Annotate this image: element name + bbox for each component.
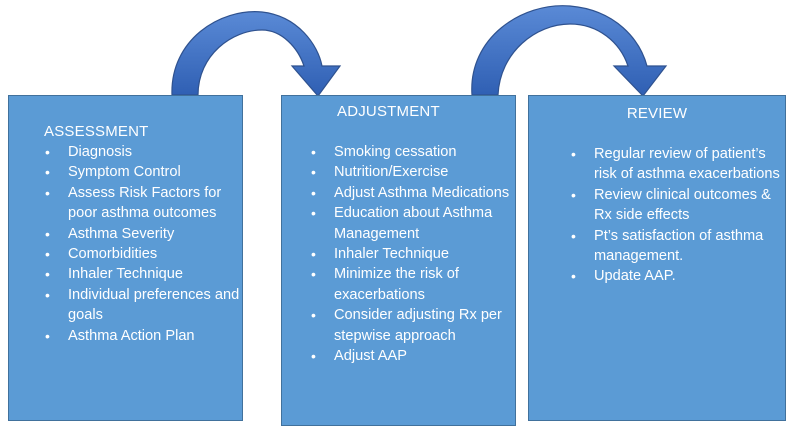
review-list: Regular review of patient’s risk of asth… xyxy=(567,144,781,287)
curved-arrow-icon xyxy=(471,5,668,97)
list-item: Nutrition/Exercise xyxy=(307,162,515,183)
adjustment-list: Smoking cessation Nutrition/Exercise Adj… xyxy=(307,142,515,367)
review-box: REVIEW Regular review of patient’s risk … xyxy=(528,95,786,421)
list-item: Education about Asthma Management xyxy=(307,203,515,244)
list-item: Inhaler Technique xyxy=(307,244,515,265)
list-item: Adjust AAP xyxy=(307,346,515,367)
list-item: Update AAP. xyxy=(567,266,781,287)
list-item: Adjust Asthma Medications xyxy=(307,183,515,204)
list-item: Comorbidities xyxy=(41,244,241,265)
adjustment-box: ADJUSTMENT Smoking cessation Nutrition/E… xyxy=(281,95,516,426)
list-item: Pt’s satisfaction of asthma management. xyxy=(567,226,781,267)
assessment-box: ASSESSMENT Diagnosis Symptom Control Ass… xyxy=(8,95,243,421)
list-item: Inhaler Technique xyxy=(41,264,241,285)
assessment-title: ASSESSMENT xyxy=(44,123,149,140)
list-item: Asthma Severity xyxy=(41,224,241,245)
list-item: Consider adjusting Rx per stepwise appro… xyxy=(307,305,515,346)
list-item: Smoking cessation xyxy=(307,142,515,163)
assessment-list: Diagnosis Symptom Control Assess Risk Fa… xyxy=(41,142,241,346)
curved-arrow-icon xyxy=(171,11,342,97)
list-item: Symptom Control xyxy=(41,162,241,183)
list-item: Individual preferences and goals xyxy=(41,285,241,326)
list-item: Diagnosis xyxy=(41,142,241,163)
list-item: Asthma Action Plan xyxy=(41,326,241,347)
list-item: Review clinical outcomes & Rx side effec… xyxy=(567,185,781,226)
list-item: Minimize the risk of exacerbations xyxy=(307,264,515,305)
list-item: Regular review of patient’s risk of asth… xyxy=(567,144,781,185)
list-item: Assess Risk Factors for poor asthma outc… xyxy=(41,183,241,224)
review-title: REVIEW xyxy=(626,105,688,122)
adjustment-title: ADJUSTMENT xyxy=(337,103,440,120)
